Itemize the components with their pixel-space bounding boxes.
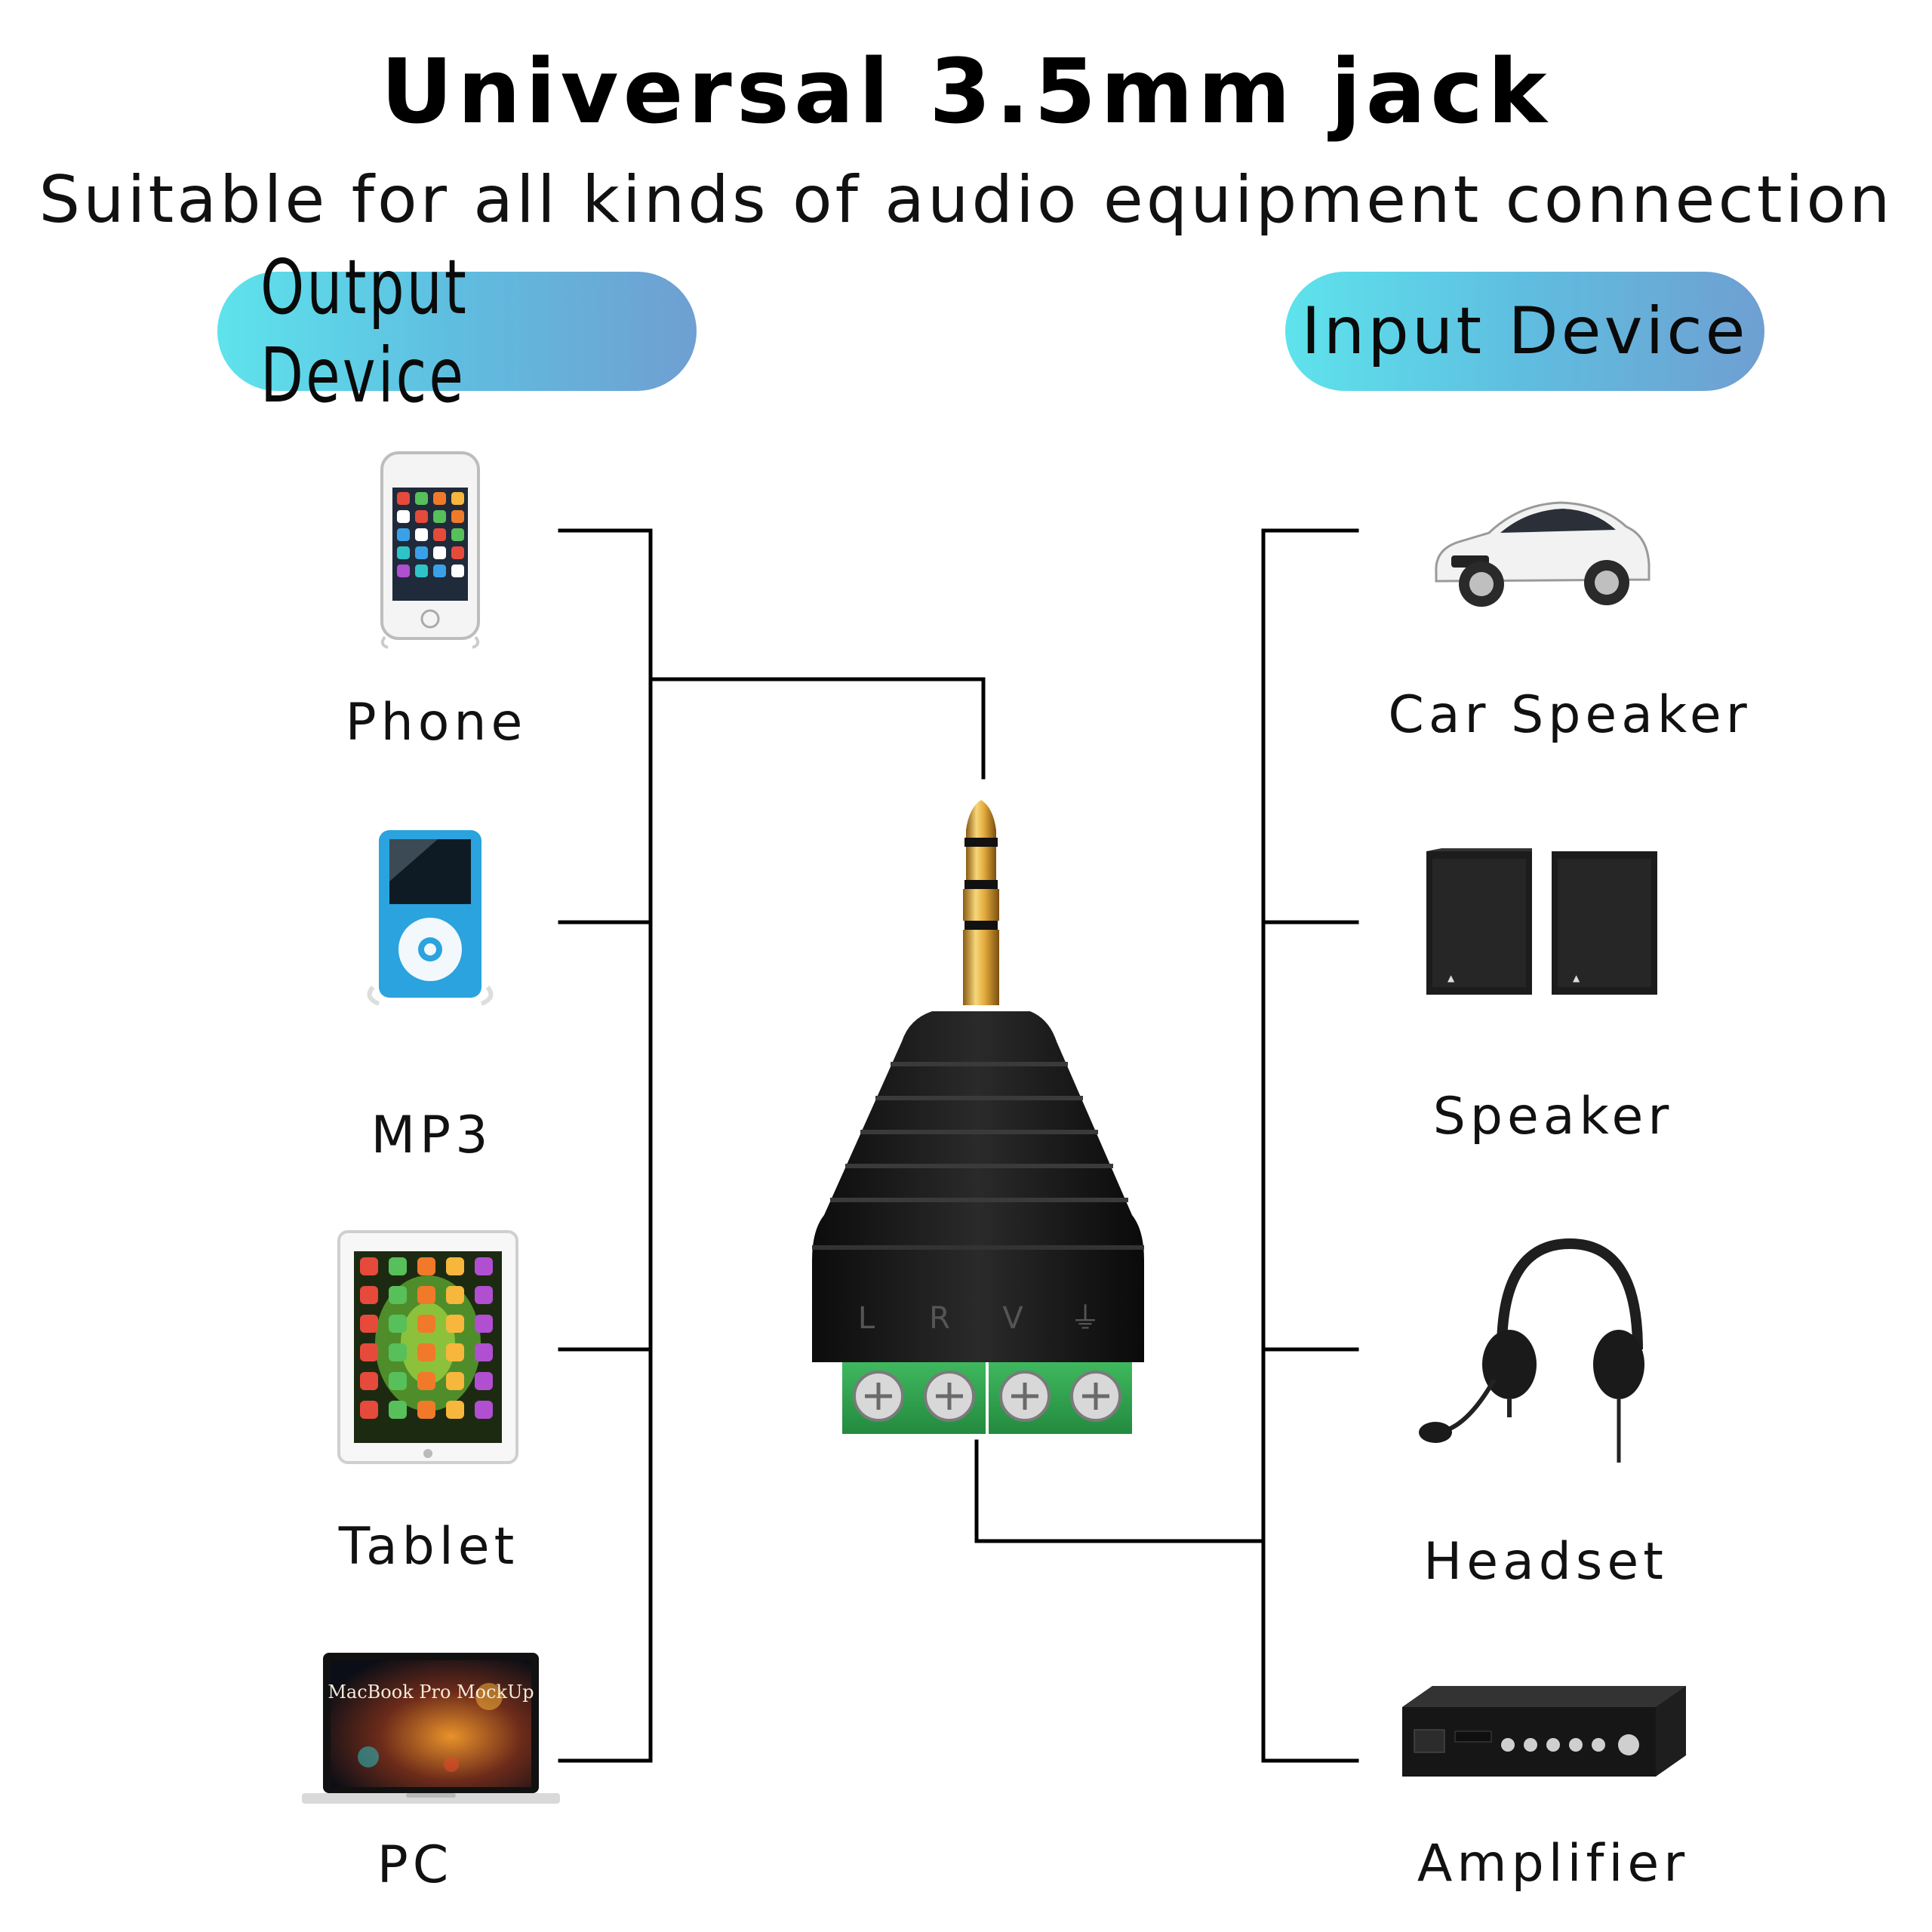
app-tile-icon [389, 1401, 407, 1419]
app-tile-icon [397, 492, 410, 505]
app-tile-icon [433, 546, 446, 559]
app-tile-icon [433, 510, 446, 523]
terminal-label-v: V [1002, 1301, 1023, 1336]
terminal-label-l: L [858, 1301, 875, 1336]
app-tile-icon [451, 528, 464, 541]
app-tile-icon [415, 492, 428, 505]
phone-icon [380, 451, 480, 649]
app-tile-icon [451, 546, 464, 559]
app-tile-icon [446, 1343, 464, 1361]
app-tile-icon [475, 1257, 493, 1275]
page-title: Universal 3.5mm jack [380, 39, 1552, 143]
app-tile-icon [417, 1257, 435, 1275]
app-tile-icon [451, 565, 464, 577]
left-to-plug-connector [648, 677, 986, 780]
speakers-icon: ▲ ▲ [1426, 848, 1657, 995]
app-tile-icon [415, 546, 428, 559]
app-tile-icon [446, 1257, 464, 1275]
app-tile-icon [446, 1401, 464, 1419]
amplifier-label: Amplifier [1417, 1834, 1690, 1894]
adapter-icon: L R V ⏚ [812, 800, 1144, 1434]
app-tile-icon [415, 528, 428, 541]
input-device-heading: Input Device [1285, 272, 1764, 391]
page-subtitle: Suitable for all kinds of audio equipmen… [38, 162, 1894, 238]
app-tile-icon [417, 1372, 435, 1390]
app-tile-icon [433, 492, 446, 505]
app-tile-icon [451, 492, 464, 505]
app-tile-icon [446, 1372, 464, 1390]
app-tile-icon [415, 565, 428, 577]
app-tile-icon [389, 1257, 407, 1275]
output-device-heading-text: Output Device [260, 243, 469, 420]
app-tile-icon [397, 510, 410, 523]
car-icon [1435, 501, 1651, 607]
app-tile-icon [417, 1343, 435, 1361]
headset-icon [1419, 1238, 1644, 1463]
app-tile-icon [389, 1372, 407, 1390]
mp3-player-icon [367, 830, 494, 1006]
app-tile-icon [475, 1315, 493, 1333]
terminal-label-r: R [929, 1301, 950, 1336]
amplifier-icon [1402, 1686, 1686, 1777]
app-tile-icon [417, 1315, 435, 1333]
svg-text:▲: ▲ [1447, 973, 1455, 983]
app-tile-icon [397, 565, 410, 577]
app-tile-icon [360, 1286, 378, 1304]
headset-label: Headset [1423, 1532, 1668, 1592]
pc-label: PC [377, 1835, 454, 1895]
app-tile-icon [417, 1286, 435, 1304]
app-tile-icon [360, 1343, 378, 1361]
app-tile-icon [433, 528, 446, 541]
tablet-label: Tablet [338, 1517, 519, 1577]
mp3-label: MP3 [371, 1106, 493, 1165]
app-tile-icon [397, 528, 410, 541]
phone-label: Phone [345, 693, 528, 752]
app-tile-icon [389, 1315, 407, 1333]
app-tile-icon [360, 1401, 378, 1419]
app-tile-icon [475, 1343, 493, 1361]
terminal-to-right-connector [974, 1439, 1266, 1543]
app-tile-icon [475, 1401, 493, 1419]
app-tile-icon [475, 1372, 493, 1390]
laptop-screen-text: MacBook Pro MockUp [328, 1681, 534, 1703]
svg-text:▲: ▲ [1573, 973, 1580, 983]
app-tile-icon [433, 565, 446, 577]
input-device-heading-text: Input Device [1301, 294, 1749, 369]
tablet-icon [337, 1230, 518, 1464]
app-tile-icon [389, 1286, 407, 1304]
speaker-label: Speaker [1432, 1087, 1674, 1146]
app-tile-icon [360, 1315, 378, 1333]
app-tile-icon [475, 1286, 493, 1304]
app-tile-icon [397, 546, 410, 559]
app-tile-icon [360, 1257, 378, 1275]
terminal-label-ground: ⏚ [1070, 1301, 1100, 1336]
app-tile-icon [451, 510, 464, 523]
app-tile-icon [446, 1315, 464, 1333]
car-speaker-label: Car Speaker [1388, 685, 1752, 745]
laptop-icon: MacBook Pro MockUp [302, 1653, 560, 1804]
app-tile-icon [415, 510, 428, 523]
app-tile-icon [389, 1343, 407, 1361]
app-tile-icon [360, 1372, 378, 1390]
app-tile-icon [417, 1401, 435, 1419]
output-device-heading: Output Device [217, 243, 697, 420]
app-tile-icon [446, 1286, 464, 1304]
